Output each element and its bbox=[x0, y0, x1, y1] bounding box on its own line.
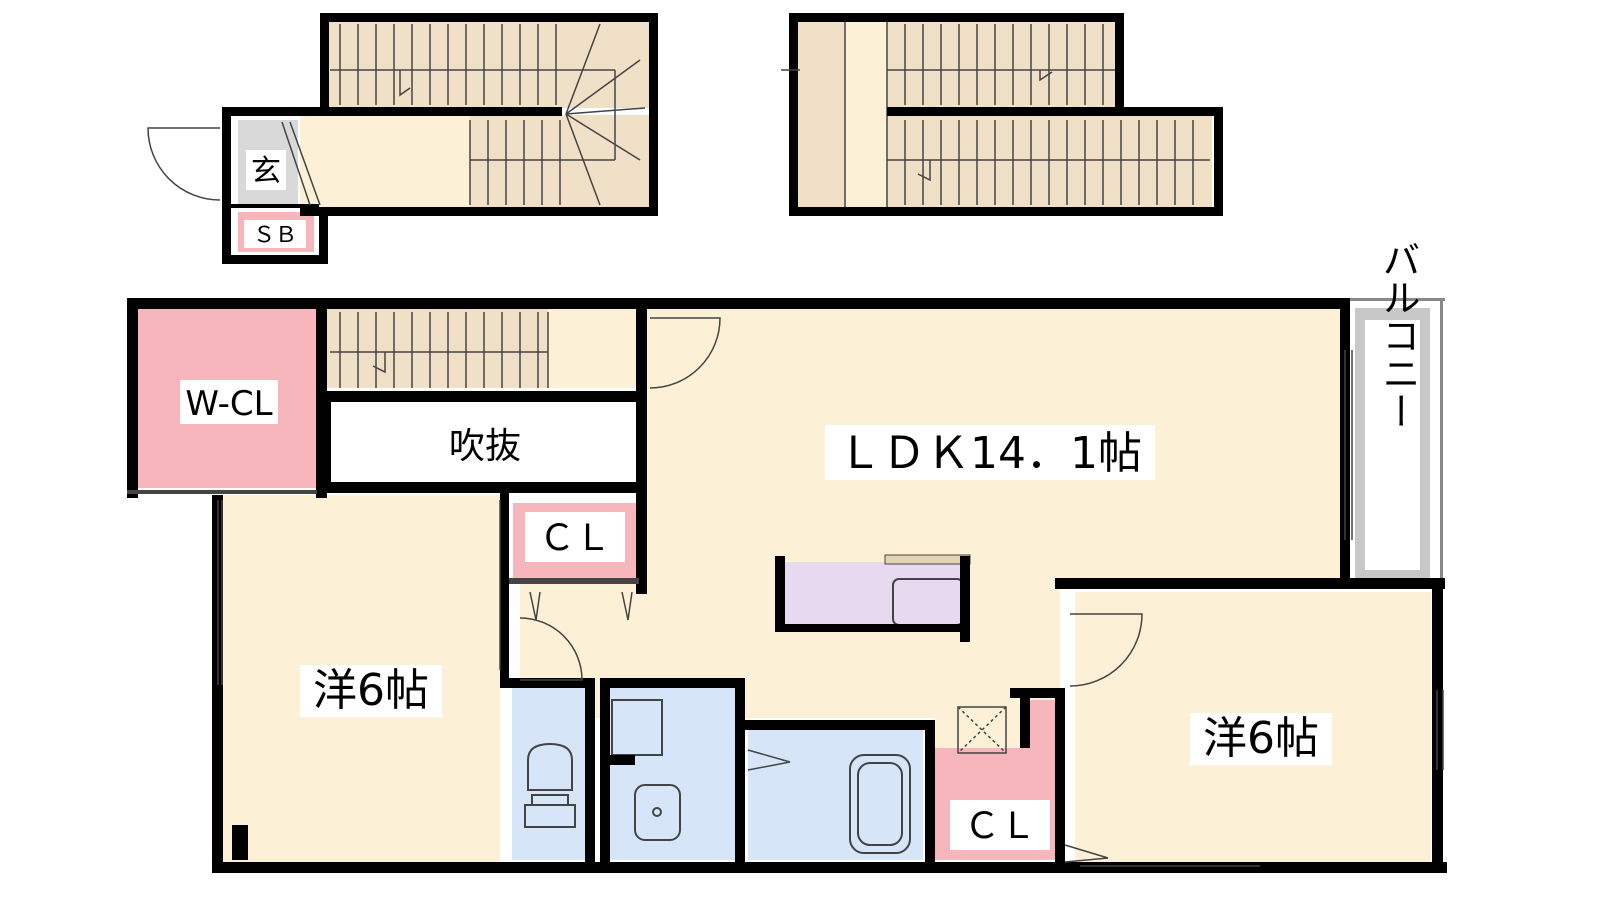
first-floor-entry bbox=[147, 13, 658, 264]
closet-lower-label: ＣＬ bbox=[964, 806, 1036, 847]
stair-direction-arrow bbox=[399, 70, 411, 97]
stair-upper-run bbox=[320, 20, 650, 108]
stair-treads-upper bbox=[330, 24, 615, 105]
room-labels: 玄 ＳＢ W-CL 吹抜 ＬＤＫ14．1帖 ＣＬ 洋6帖 洋6帖 ＣＬ バルコニ… bbox=[180, 150, 1420, 850]
entrance-door-swing bbox=[147, 127, 221, 201]
entry-hall bbox=[300, 115, 470, 207]
washroom bbox=[610, 688, 735, 860]
windows bbox=[138, 350, 1444, 867]
bathroom bbox=[748, 730, 923, 860]
first-floor-walls bbox=[222, 13, 658, 264]
walk-in-closet-label: W-CL bbox=[185, 384, 272, 424]
closet-upper-label: ＣＬ bbox=[539, 518, 611, 559]
void-label: 吹抜 bbox=[449, 426, 521, 467]
stair-treads-lower bbox=[469, 120, 566, 205]
balcony-label: バルコニー bbox=[1376, 240, 1420, 430]
step-line bbox=[289, 121, 321, 206]
stair-winders bbox=[565, 23, 646, 206]
void-area bbox=[335, 402, 635, 482]
stair-top-treads bbox=[330, 312, 549, 388]
washbasin bbox=[611, 699, 681, 841]
door-swings bbox=[519, 317, 1143, 863]
bathtub bbox=[849, 754, 911, 854]
pipe-shaft bbox=[957, 706, 1007, 754]
western-room-left-label: 洋6帖 bbox=[313, 665, 429, 716]
ldk-label: ＬＤＫ14．1帖 bbox=[838, 428, 1142, 479]
toilet bbox=[512, 688, 590, 860]
upper-stair-block bbox=[781, 13, 1223, 216]
shoe-box-label: ＳＢ bbox=[253, 223, 297, 248]
loft-walls bbox=[789, 13, 1223, 216]
kitchen-counter bbox=[775, 562, 970, 632]
stair-top-run bbox=[320, 308, 548, 388]
second-floor bbox=[127, 298, 1447, 873]
loft-stair-treads bbox=[844, 20, 1210, 208]
entrance-label: 玄 bbox=[251, 154, 281, 189]
western-room-right-label: 洋6帖 bbox=[1203, 713, 1319, 764]
toilet-fixture bbox=[524, 742, 576, 828]
